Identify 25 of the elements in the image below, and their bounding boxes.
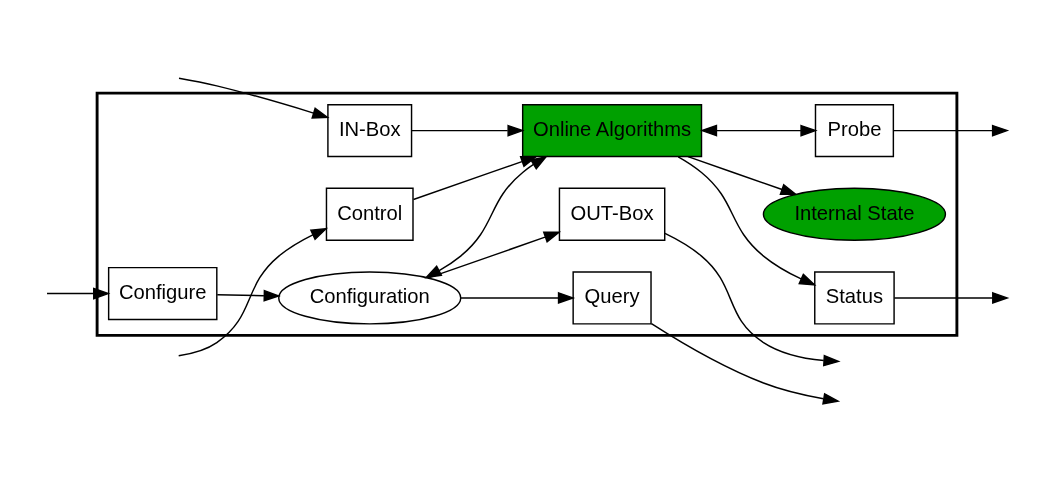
node-box: OUT-Box <box>558 187 666 241</box>
arrow <box>178 77 330 119</box>
node-box: Status <box>814 270 895 325</box>
arrow <box>216 289 281 302</box>
arrow <box>46 287 111 300</box>
node-box: Control <box>325 187 414 241</box>
arrow <box>650 322 841 405</box>
node-box: Query <box>572 270 652 325</box>
arrow <box>892 124 1010 137</box>
node-box: Probe <box>814 103 895 157</box>
arrow <box>412 155 538 200</box>
arrow <box>893 291 1010 304</box>
arrow <box>460 291 576 304</box>
arrow <box>411 124 525 137</box>
arrow <box>677 155 817 286</box>
node-box: Online Algorithms <box>521 103 703 157</box>
arrow <box>177 227 329 356</box>
node-box: IN-Box <box>327 103 413 157</box>
node-ellipse: Internal State <box>762 187 947 241</box>
arrow <box>664 232 841 367</box>
arrow <box>424 155 548 278</box>
arrow <box>687 155 798 195</box>
node-ellipse: Configuration <box>278 270 462 325</box>
arrow <box>699 124 818 137</box>
node-box: Configure <box>107 266 218 320</box>
